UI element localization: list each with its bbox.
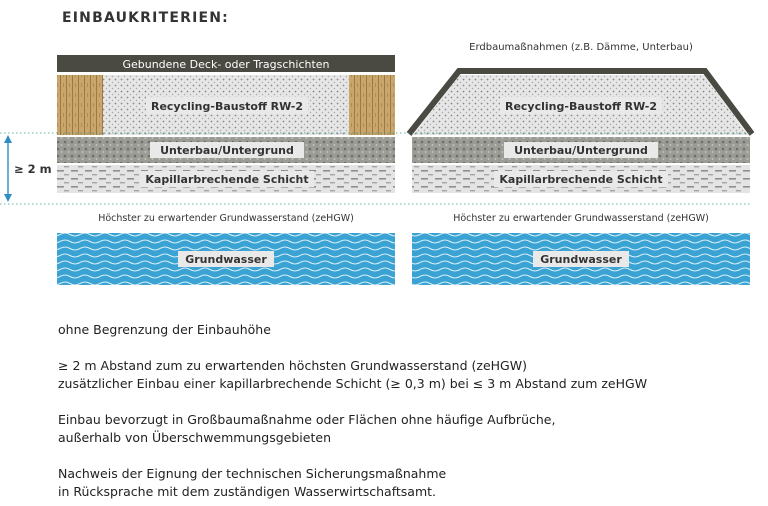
left-groundwater-level-label: Höchster zu erwartender Grundwasserstand… [98,213,354,224]
right-groundwater-level-label: Höchster zu erwartender Grundwasserstand… [453,213,709,224]
left-water-label: Grundwasser [185,253,267,266]
text-capillary-requirement: zusätzlicher Einbau einer kapillarbreche… [58,376,648,391]
right-water-label: Grundwasser [540,253,622,266]
text-water-authority: in Rücksprache mit dem zuständigen Wasse… [58,484,437,499]
text-no-height-limit: ohne Begrenzung der Einbauhöhe [58,322,271,337]
left-recycling-label-box [146,97,308,114]
right-unterbau-label: Unterbau/Untergrund [514,144,648,157]
right-unterbau-label-box [504,142,658,158]
text-distance-requirement: ≥ 2 m Abstand zum zu erwartenden höchste… [58,358,527,373]
distance-label: ≥ 2 m [14,162,52,176]
left-panel: Gebundene Deck- oder Tragschichten Recyc… [57,55,395,285]
right-recycling-label-box [500,97,662,114]
left-kapillar-label-box [140,171,314,187]
text-flood-areas: außerhalb von Überschwemmungsgebieten [58,430,331,445]
right-kapillar-label-box [494,171,668,187]
text-proof-of-suitability: Nachweis der Eignung der technischen Sic… [58,466,447,481]
left-water-label-box [178,251,274,267]
page-title: EINBAUKRITERIEN: [62,10,229,26]
left-top-label: Gebundene Deck- oder Tragschichten [122,58,329,71]
einbau-diagram: Gebundene Deck- oder Tragschichten Recyc… [0,42,755,285]
left-kapillar-label: Kapillarbrechende Schicht [145,173,308,186]
right-top-label: Erdbaumaßnahmen (z.B. Dämme, Unterbau) [469,42,693,53]
right-kapillar-label: Kapillarbrechende Schicht [499,173,662,186]
left-dark-band [57,55,395,72]
distance-arrow [4,135,12,202]
left-unterbau-label-box [150,142,304,158]
left-wood-edge-right [349,75,395,135]
right-water-label-box [533,251,629,267]
left-unterbau-label: Unterbau/Untergrund [160,144,294,157]
left-recycling-label: Recycling-Baustoff RW-2 [151,100,303,113]
right-dam-cover [406,68,755,136]
text-preferred-use: Einbau bevorzugt in Großbaumaßnahme oder… [58,412,556,427]
left-wood-edge-left [57,75,103,135]
right-panel: Erdbaumaßnahmen (z.B. Dämme, Unterbau) R… [406,42,755,285]
right-recycling-label: Recycling-Baustoff RW-2 [505,100,657,113]
